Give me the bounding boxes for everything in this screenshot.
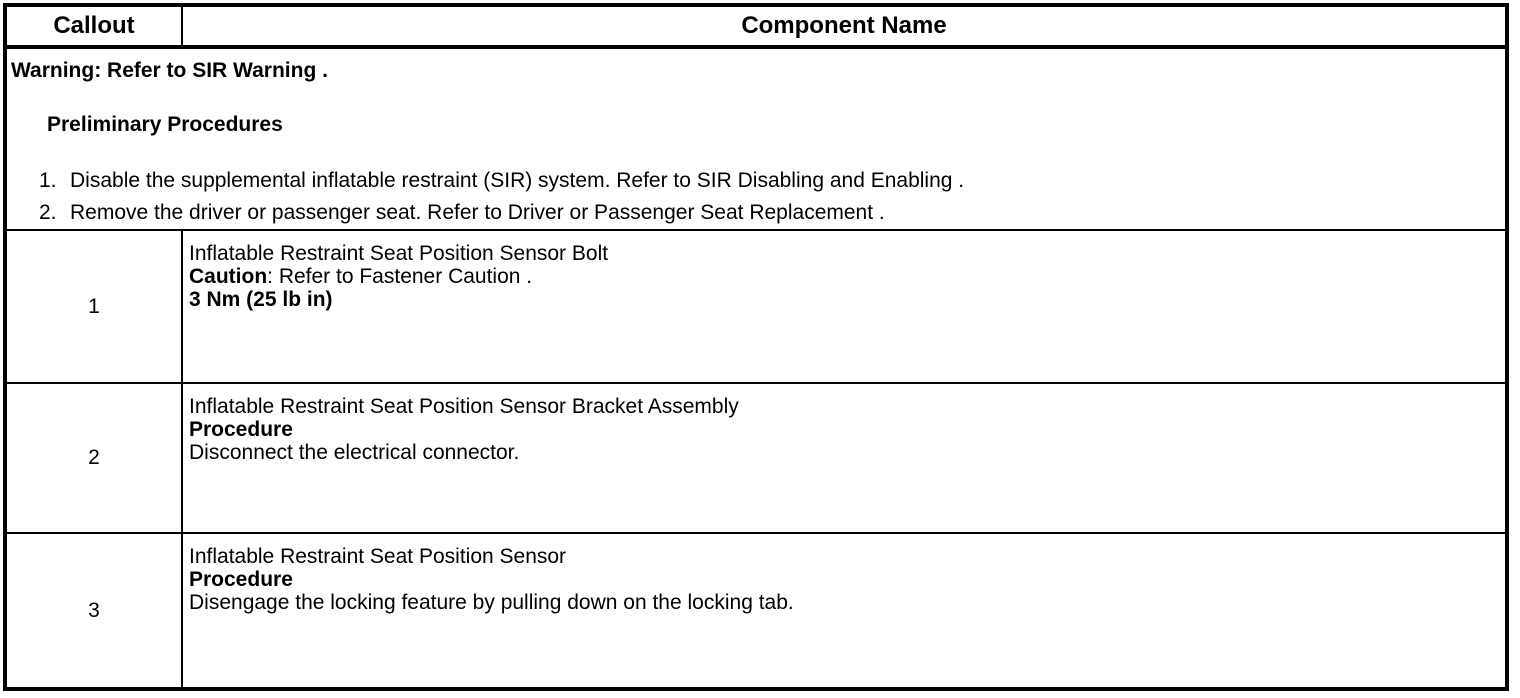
callout-number: 3 <box>7 534 183 687</box>
step-text-body: Remove the driver or passenger seat. Ref… <box>70 201 508 224</box>
sir-disabling-enabling-reference: SIR Disabling and Enabling <box>696 169 953 192</box>
component-name: Inflatable Restraint Seat Position Senso… <box>189 545 567 568</box>
step-text: Disable the supplemental inflatable rest… <box>70 165 1497 197</box>
component-name-column-header: Component Name <box>741 12 947 39</box>
procedure-text: Disengage the locking feature by pulling… <box>189 591 794 614</box>
step-number: 2. <box>39 201 57 224</box>
seat-replacement-reference: Driver or Passenger Seat Replacement <box>507 201 874 224</box>
step-text-suffix: . <box>952 169 965 192</box>
component-cell: Inflatable Restraint Seat Position Senso… <box>183 231 1505 382</box>
torque-spec: 3 Nm (25 lb in) <box>189 288 333 311</box>
fastener-caution-reference: : Refer to Fastener Caution . <box>267 265 533 288</box>
procedure-text: Disconnect the electrical connector. <box>189 441 520 464</box>
step-text-body: Disable the supplemental inflatable rest… <box>70 169 697 192</box>
caution-label: Caution <box>189 265 268 288</box>
preliminary-steps-list: 1. Disable the supplemental inflatable r… <box>11 165 1497 229</box>
component-cell: Inflatable Restraint Seat Position Senso… <box>183 534 1505 687</box>
list-item: 1. Disable the supplemental inflatable r… <box>11 165 1497 197</box>
table-row: 3 Inflatable Restraint Seat Position Sen… <box>7 534 1505 687</box>
step-text: Remove the driver or passenger seat. Ref… <box>70 197 1497 229</box>
caution-note: Caution: Refer to Fastener Caution . <box>189 265 1497 288</box>
callout-number: 1 <box>7 231 183 382</box>
callout-column-header: Callout <box>7 7 183 45</box>
procedure-label: Procedure <box>189 568 293 591</box>
table-row: 2 Inflatable Restraint Seat Position Sen… <box>7 384 1505 534</box>
callout-number: 2 <box>7 384 183 532</box>
table-header-row: Callout Component Name <box>7 7 1505 49</box>
step-number: 1. <box>39 169 57 192</box>
component-cell: Inflatable Restraint Seat Position Senso… <box>183 384 1505 532</box>
sir-warning-text: Warning: Refer to SIR Warning . <box>11 59 328 82</box>
table-row: 1 Inflatable Restraint Seat Position Sen… <box>7 231 1505 384</box>
procedure-label: Procedure <box>189 418 293 441</box>
list-item: 2. Remove the driver or passenger seat. … <box>11 197 1497 229</box>
preliminary-procedures-title: Preliminary Procedures <box>47 113 283 136</box>
component-callout-table: Callout Component Name Warning: Refer to… <box>3 3 1509 691</box>
preliminary-section: Warning: Refer to SIR Warning . Prelimin… <box>7 49 1505 231</box>
step-text-suffix: . <box>873 201 885 224</box>
component-name: Inflatable Restraint Seat Position Senso… <box>189 395 739 418</box>
component-name: Inflatable Restraint Seat Position Senso… <box>189 242 609 265</box>
